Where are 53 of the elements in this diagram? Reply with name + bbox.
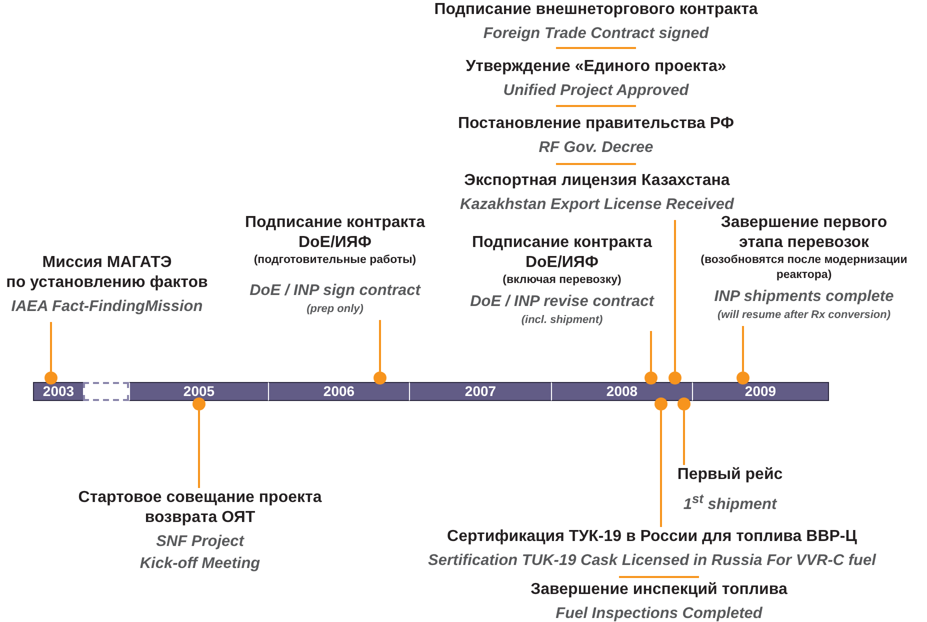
event-dot-icon (654, 398, 668, 410)
event-title: Завершение инспекций топлива (530, 580, 788, 600)
event-dot-icon (678, 398, 690, 410)
leader-line (50, 322, 52, 372)
leader-line (379, 320, 381, 372)
event-translation: Foreign Trade Contract signed (482, 24, 710, 44)
translation-note: (will resume after Rx conversion) (716, 308, 892, 322)
event-translation: Kazakhstan Export License Received (460, 195, 734, 215)
event-translation: INP shipments complete (713, 287, 895, 307)
year-segment: 2006 (268, 382, 409, 401)
event-dot-icon (736, 372, 750, 384)
event-translation: IAEA Fact-FindingMission (10, 297, 204, 317)
event-dot-icon (668, 372, 682, 384)
event-note: (включая перевозку) (502, 273, 622, 288)
leader-line (198, 410, 200, 488)
event-title: Миссия МАГАТЭ по установлению фактов (6, 253, 208, 293)
event-title: Завершение первого этапа перевозок (720, 213, 888, 253)
leader-line (674, 220, 676, 372)
event-translation: SNF Project Kick-off Meeting (138, 532, 262, 574)
event-translation: Fuel Inspections Completed (554, 604, 764, 622)
event-translation: Unified Project Approved (502, 81, 690, 101)
event-title: Утверждение «Единого проекта» (466, 57, 726, 77)
event-translation: Sertification TUK-19 Cask Licensed in Russia For VVR-C fuel (428, 551, 876, 571)
event-translation: DoE / INP sign contract (248, 281, 422, 301)
event-dot-icon (374, 372, 386, 384)
event-title: Стартовое совещание проекта возврата ОЯТ (78, 488, 322, 528)
event-title: Подписание контракта DoE/ИЯФ (470, 233, 654, 273)
year-segment: 2007 (409, 382, 551, 401)
event-note: (возобновятся после модернизации реактора) (700, 253, 908, 283)
year-segment: 2003 (33, 382, 83, 401)
event-title: Экспортная лицензия Казахстана (463, 171, 731, 191)
event-note: (подготовительные работы) (252, 253, 418, 268)
translation-note: (prep only) (306, 302, 364, 316)
event-translation: DoE / INP revise contract (470, 292, 654, 312)
leader-line (660, 410, 662, 527)
year-segment: 2009 (692, 382, 829, 401)
event-dot-icon (44, 372, 58, 384)
translation-note: (incl. shipment) (520, 313, 604, 327)
event-title: Сертификация ТУК-19 в России для топлива ВВР-Ц (446, 527, 858, 547)
leader-line (742, 326, 744, 372)
event-title: Подписание внешнеторгового контракта (434, 0, 758, 20)
event-title: Первый рейс (677, 465, 783, 485)
year-segment: 2008 (551, 382, 692, 401)
year-segment: 2005 (129, 382, 268, 401)
event-title: Подписание контракта DoE/ИЯФ (244, 213, 426, 253)
event-dot-icon (644, 372, 658, 384)
event-translation: 1$^{st}$ shipment (682, 490, 778, 516)
event-title: Постановление правительства РФ (458, 114, 734, 134)
event-dot-icon (192, 398, 206, 410)
leader-line (683, 410, 685, 465)
leader-line (650, 331, 652, 372)
event-translation: RF Gov. Decree (538, 138, 654, 158)
dashed-segment (83, 382, 129, 401)
